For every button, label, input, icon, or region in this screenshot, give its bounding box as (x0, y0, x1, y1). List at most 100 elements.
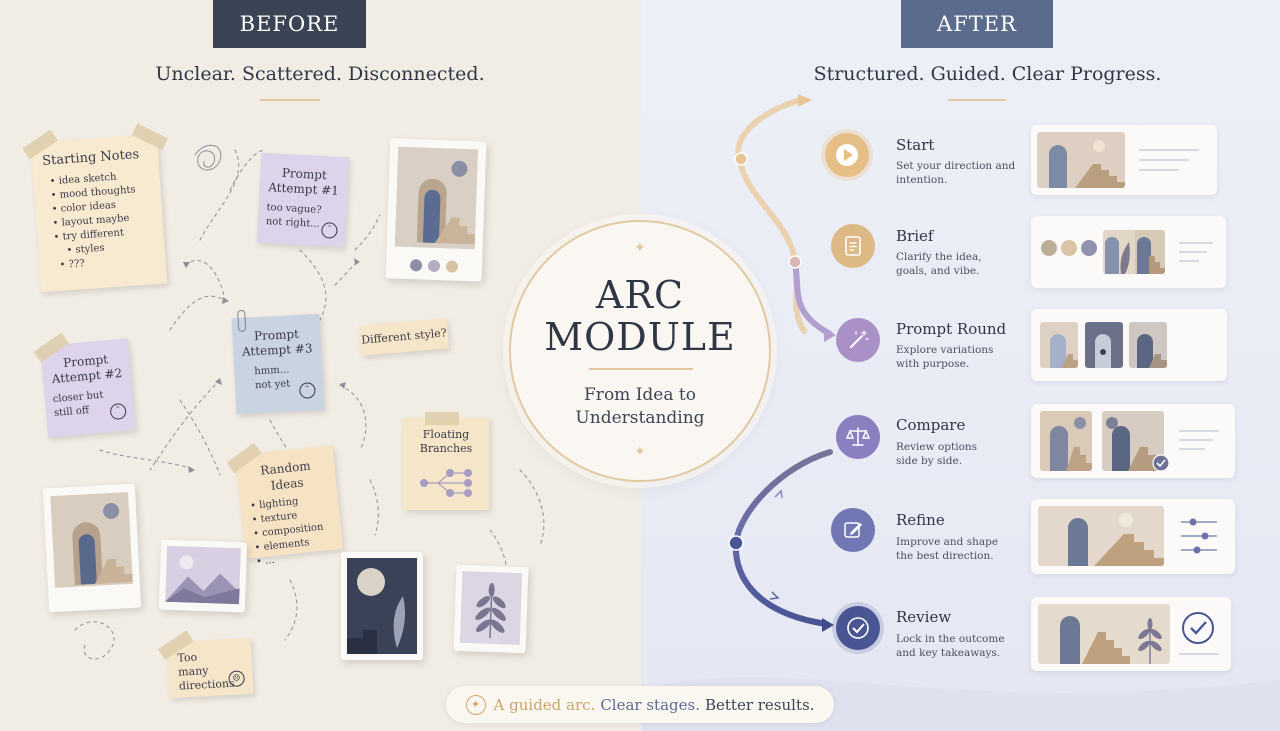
arc-subtitle-line2: Understanding (575, 408, 705, 428)
sad-face-icon: ˜ (109, 402, 127, 421)
scribble-face-icon: ☹ (228, 670, 246, 688)
prompt-round-step-desc: Explore variations with purpose. (896, 344, 994, 370)
refine-step-icon[interactable] (831, 508, 875, 552)
prompt-attempt-2-note: Prompt Attempt #2 closer but still off ˜ (33, 332, 136, 438)
sparkle-icon: ✦ (465, 694, 486, 715)
compare-step-card[interactable] (1031, 404, 1235, 478)
starting-notes-title: Starting Notes (41, 147, 140, 169)
arc-title-line2: MODULE (544, 315, 736, 359)
edit-icon (844, 522, 862, 538)
scribble-arrows (74, 145, 545, 660)
after-badge: AFTER (901, 0, 1053, 48)
option-b-thumbnail (1102, 411, 1164, 471)
brief-step-card[interactable] (1031, 216, 1226, 288)
arch-illustration (50, 492, 133, 588)
brief-step-desc: Clarify the idea, goals, and vibe. (896, 251, 982, 277)
mountain-photo (158, 539, 248, 613)
prompt-round-step-icon[interactable] (836, 318, 880, 362)
footer-part3: Better results. (704, 695, 815, 714)
text-line (1179, 430, 1219, 432)
start-step-title: Start (896, 136, 935, 154)
check-icon (847, 617, 869, 639)
color-swatch (1061, 240, 1077, 256)
arch-thumbnail (1037, 132, 1125, 188)
mountain-illustration (165, 545, 241, 605)
too-many-directions-note: Too many directions ☹ (157, 630, 254, 699)
selected-check-icon (1152, 454, 1170, 472)
review-step-card[interactable] (1031, 597, 1231, 671)
refine-step-title: Refine (896, 511, 945, 529)
document-icon (845, 236, 861, 256)
different-style-label: Different style? (360, 326, 448, 347)
after-subtitle: Structured. Guided. Clear Progress. (813, 63, 1162, 85)
starting-notes-list: idea sketch mood thoughts color ideas la… (43, 168, 156, 273)
sad-face-icon: ˜ (321, 222, 338, 239)
random-ideas-list: lighting texture composition elements ..… (250, 492, 335, 570)
text-line (1139, 169, 1179, 171)
refine-step-desc: Improve and shape the best direction. (896, 536, 999, 562)
prompt-round-step-card[interactable] (1031, 309, 1227, 381)
start-step-card[interactable] (1031, 125, 1217, 195)
center-divider (589, 368, 693, 370)
color-swatch (1081, 240, 1097, 256)
start-step-icon[interactable] (825, 133, 869, 177)
variation-thumbnail-3 (1129, 322, 1167, 368)
prompt-attempt-3-note: Prompt Attempt #3 hmm... not yet ˜ (231, 309, 325, 415)
floating-branches-title: Floating Branches (419, 428, 473, 455)
variation-thumbnail-1 (1040, 322, 1078, 368)
tape (425, 412, 459, 425)
sad-face-icon: ˜ (299, 382, 316, 399)
text-line (1179, 251, 1207, 253)
floating-branches-note: Floating Branches (403, 412, 489, 510)
color-swatch (409, 259, 423, 272)
moodboard-thumbnail (1103, 230, 1165, 274)
arc-title-line1: ARC (595, 273, 685, 317)
review-step-icon[interactable] (836, 606, 880, 650)
color-swatch (445, 260, 459, 273)
leaf-illustration (459, 570, 523, 646)
before-subtitle: Unclear. Scattered. Disconnected. (155, 63, 485, 85)
arch-photo-card (385, 138, 487, 282)
prompt-round-step-title: Prompt Round (896, 320, 1007, 338)
before-badge: BEFORE (213, 0, 366, 48)
adjustment-sliders-icon (1181, 518, 1217, 554)
text-line (1179, 448, 1205, 450)
variation-thumbnail-2 (1085, 322, 1123, 368)
compare-step-title: Compare (896, 416, 966, 434)
sparkle-icon: ✦ (634, 240, 646, 256)
attempt-1-title: Prompt Attempt #1 (267, 165, 340, 198)
play-icon (836, 144, 858, 166)
prompt-attempt-1-note: Prompt Attempt #1 too vague? not right..… (256, 152, 350, 248)
before-divider (260, 99, 320, 101)
footer-tagline: ✦ A guided arc. Clear stages. Better res… (446, 686, 834, 723)
footer-part1: A guided arc. (493, 695, 596, 714)
footer-part2: Clear stages. (600, 695, 700, 714)
refine-step-card[interactable] (1031, 499, 1235, 574)
scales-icon (846, 427, 870, 446)
moon-illustration (347, 558, 417, 654)
text-line (1139, 159, 1189, 161)
magic-wand-icon (850, 330, 869, 348)
color-swatch (427, 259, 441, 273)
refined-image-thumbnail (1038, 506, 1164, 566)
text-line (1179, 260, 1199, 262)
option-a-thumbnail (1040, 411, 1092, 471)
random-ideas-note: Random Ideas lighting texture compositio… (226, 442, 344, 567)
moon-photo (341, 552, 423, 660)
branches-diagram-icon (420, 469, 472, 497)
arch-photo-small (42, 483, 142, 613)
text-line (1179, 653, 1219, 655)
review-step-title: Review (896, 608, 952, 626)
approved-check-icon (1182, 612, 1214, 644)
after-divider (948, 99, 1006, 101)
compare-step-icon[interactable] (836, 415, 880, 459)
start-step-desc: Set your direction and intention. (896, 160, 1016, 186)
final-image-thumbnail (1038, 604, 1170, 664)
random-ideas-title: Random Ideas (259, 458, 312, 493)
brief-step-title: Brief (896, 227, 934, 245)
brief-step-icon[interactable] (831, 224, 875, 268)
text-line (1139, 149, 1199, 151)
compare-step-desc: Review options side by side. (896, 441, 978, 467)
starting-notes-card: Starting Notes idea sketch mood thoughts… (22, 123, 168, 293)
leaf-photo (453, 564, 529, 654)
